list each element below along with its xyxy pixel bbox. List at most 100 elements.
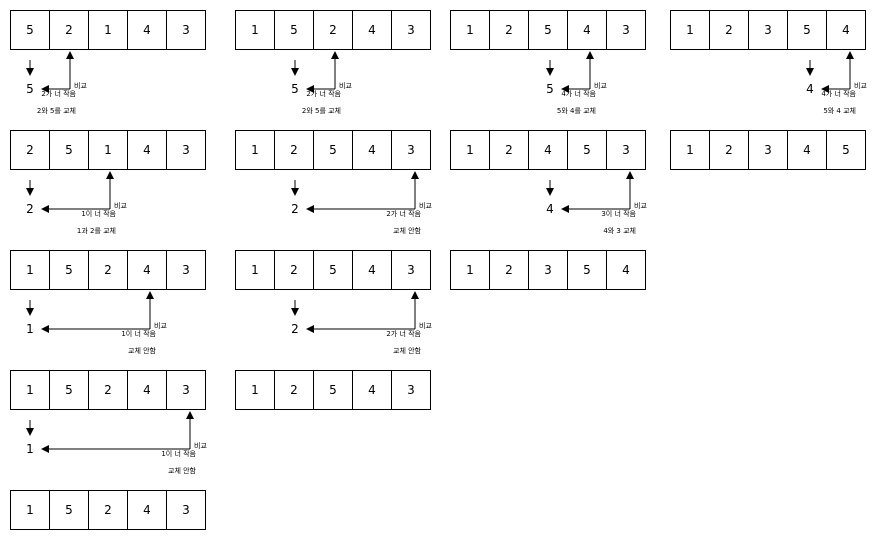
- array-cell: 1: [10, 490, 50, 530]
- result-note: 2와 5를 교체: [301, 107, 341, 115]
- compare-note: 비교: [419, 202, 432, 210]
- array-cell: 2: [313, 10, 353, 50]
- array-cell: 5: [49, 490, 89, 530]
- result-note: 4와 3 교체: [603, 227, 636, 235]
- result-note: 2가 너 작음: [386, 330, 421, 338]
- array-cell: 3: [166, 370, 206, 410]
- result-note: 1이 너 작음: [161, 450, 196, 458]
- array-cell: 5: [787, 10, 827, 50]
- result-note: 5와 4 교체: [823, 107, 856, 115]
- array-cell: 5: [10, 10, 50, 50]
- array-cell: 4: [127, 370, 167, 410]
- array-cell: 4: [606, 250, 646, 290]
- compare-note: 비교: [854, 82, 867, 90]
- array-cell: 4: [787, 130, 827, 170]
- array-cell: 2: [49, 10, 89, 50]
- array-cell: 1: [88, 130, 128, 170]
- array-cell: 3: [166, 10, 206, 50]
- array-cell: 1: [10, 250, 50, 290]
- result-note: 1이 너 작음: [121, 330, 156, 338]
- array-cell: 1: [235, 250, 275, 290]
- selected-value: 1: [26, 322, 34, 336]
- array-cell: 5: [313, 370, 353, 410]
- array-cell: 2: [274, 370, 314, 410]
- array-cell: 3: [166, 130, 206, 170]
- array-cell: 3: [391, 10, 431, 50]
- result-note: 4가 너 작음: [821, 90, 856, 98]
- array-cell: 1: [235, 10, 275, 50]
- array-cell: 3: [748, 130, 788, 170]
- array-cell: 2: [88, 250, 128, 290]
- array-cell: 5: [567, 250, 607, 290]
- result-note: 교체 안함: [393, 347, 421, 355]
- array-cell: 3: [391, 130, 431, 170]
- array-cell: 5: [313, 130, 353, 170]
- array-cell: 1: [450, 130, 490, 170]
- array-cell: 4: [352, 250, 392, 290]
- array-cell: 4: [826, 10, 866, 50]
- compare-note: 비교: [114, 202, 127, 210]
- compare-note: 비교: [634, 202, 647, 210]
- selected-value: 1: [26, 442, 34, 456]
- result-note: 교체 안함: [393, 227, 421, 235]
- array-cell: 4: [127, 130, 167, 170]
- result-note: 1과 2를 교체: [76, 227, 116, 235]
- result-note: 3이 너 작음: [601, 210, 636, 218]
- result-note: 1이 너 작음: [81, 210, 116, 218]
- array-cell: 2: [88, 370, 128, 410]
- selected-value: 2: [26, 202, 34, 216]
- array-cell: 2: [10, 130, 50, 170]
- selected-value: 5: [291, 82, 299, 96]
- selected-value: 2: [291, 202, 299, 216]
- array-cell: 2: [274, 250, 314, 290]
- result-note: 2와 5를 교체: [36, 107, 76, 115]
- selected-value: 2: [291, 322, 299, 336]
- array-cell: 4: [528, 130, 568, 170]
- array-cell: 4: [352, 130, 392, 170]
- array-cell: 3: [391, 370, 431, 410]
- array-cell: 4: [127, 490, 167, 530]
- result-note: 5와 4를 교체: [556, 107, 596, 115]
- result-note: 교체 안함: [168, 467, 196, 475]
- array-cell: 5: [49, 370, 89, 410]
- array-cell: 5: [826, 130, 866, 170]
- array-cell: 1: [10, 370, 50, 410]
- compare-note: 비교: [594, 82, 607, 90]
- array-cell: 2: [709, 10, 749, 50]
- array-cell: 3: [166, 490, 206, 530]
- selected-value: 4: [806, 82, 814, 96]
- array-cell: 5: [567, 130, 607, 170]
- result-note: 2가 너 작음: [41, 90, 76, 98]
- array-cell: 4: [567, 10, 607, 50]
- array-cell: 3: [606, 130, 646, 170]
- array-cell: 4: [127, 250, 167, 290]
- compare-note: 비교: [194, 442, 207, 450]
- compare-note: 비교: [154, 322, 167, 330]
- selected-value: 5: [26, 82, 34, 96]
- compare-note: 비교: [74, 82, 87, 90]
- selected-value: 4: [546, 202, 554, 216]
- array-cell: 5: [49, 130, 89, 170]
- array-cell: 3: [606, 10, 646, 50]
- array-cell: 3: [391, 250, 431, 290]
- result-note: 2가 너 작음: [306, 90, 341, 98]
- array-cell: 2: [88, 490, 128, 530]
- selected-value: 5: [546, 82, 554, 96]
- array-cell: 1: [235, 130, 275, 170]
- array-cell: 1: [670, 130, 710, 170]
- result-note: 4가 너 작음: [561, 90, 596, 98]
- array-cell: 3: [166, 250, 206, 290]
